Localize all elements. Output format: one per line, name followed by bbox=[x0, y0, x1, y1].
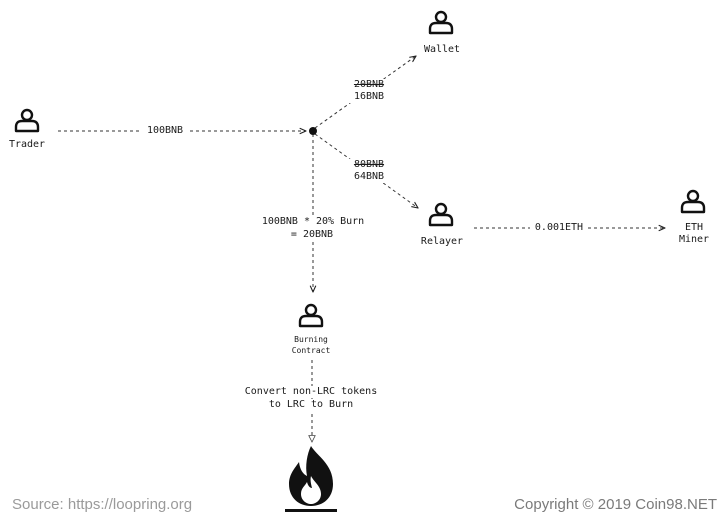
fire-icon bbox=[285, 446, 337, 512]
person-icon bbox=[428, 202, 454, 227]
node-label-wallet: Wallet bbox=[423, 44, 461, 55]
edge-label-miner-amount: 0.001ETH bbox=[530, 222, 588, 234]
edge-label-relayer-new: 64BNB bbox=[348, 171, 390, 183]
copyright-text: Copyright © 2019 Coin98.NET bbox=[514, 496, 717, 513]
node-label-relayer: Relayer bbox=[420, 236, 464, 247]
edge-label-wallet-new: 16BNB bbox=[348, 91, 390, 103]
person-icon bbox=[298, 303, 324, 328]
edge-label-convert-2: to LRC to Burn bbox=[262, 399, 360, 411]
node-label-burning-1: Burning bbox=[294, 335, 328, 344]
edge-label-burn-calc-1: 100BNB * 20% Burn bbox=[256, 216, 370, 228]
edge-label-wallet-old: 20BNB bbox=[348, 79, 390, 91]
edge-label-trader-amount: 100BNB bbox=[142, 125, 188, 137]
edge-label-relayer-old: 80BNB bbox=[348, 159, 390, 171]
person-icon bbox=[680, 189, 706, 214]
person-icon bbox=[428, 10, 454, 35]
edge-label-convert-1: Convert non-LRC tokens bbox=[238, 386, 384, 398]
person-icon bbox=[14, 108, 40, 133]
hub-node bbox=[309, 127, 317, 135]
edge-label-burn-calc-2: = 20BNB bbox=[280, 229, 344, 241]
edges bbox=[58, 56, 665, 442]
node-label-burning-2: Contract bbox=[291, 346, 331, 355]
node-label-eth-miner-2: Miner bbox=[678, 234, 710, 245]
node-label-trader: Trader bbox=[8, 139, 46, 150]
source-text: Source: https://loopring.org bbox=[12, 496, 193, 513]
node-label-eth-miner-1: ETH bbox=[684, 222, 704, 233]
